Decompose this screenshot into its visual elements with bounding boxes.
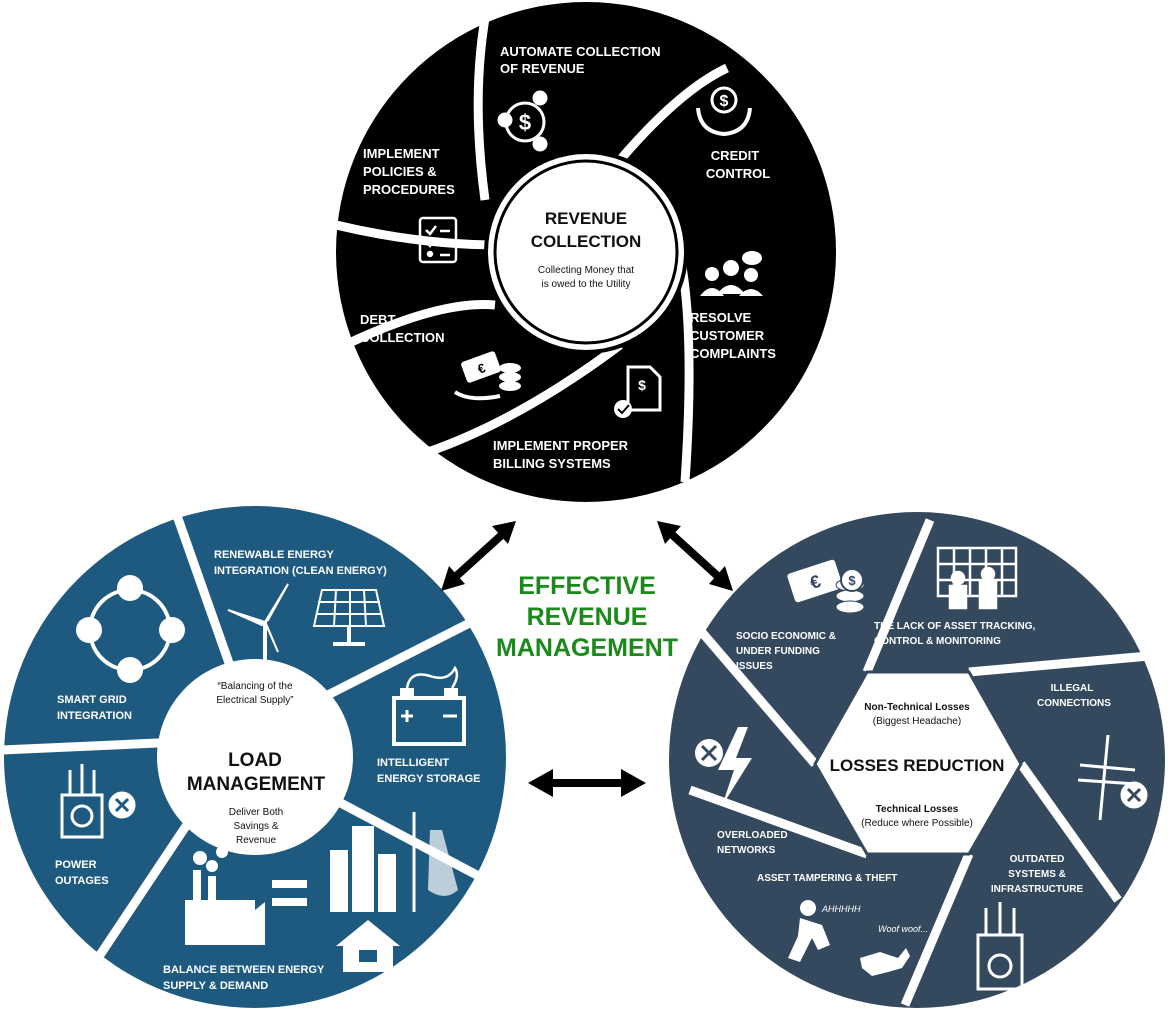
- load-center-quote-2: Electrical Supply”: [216, 695, 293, 706]
- losses-center-hexagon: [813, 670, 1023, 856]
- segment-resolve-complaints-1: RESOLVE: [690, 310, 751, 325]
- segment-resolve-complaints-3: COMPLAINTS: [690, 346, 776, 361]
- technical-note: (Reduce where Possible): [861, 818, 973, 829]
- segment-asset-tracking-2: CONTROL & MONITORING: [874, 636, 1001, 647]
- segment-storage-1: INTELLIGENT: [377, 757, 449, 769]
- monitoring-icon: [936, 546, 1018, 610]
- segment-outdated-2: SYSTEMS &: [1008, 869, 1066, 880]
- non-technical-title: Non-Technical Losses: [864, 702, 970, 713]
- svg-text:$: $: [848, 573, 856, 588]
- checklist-icon: [418, 216, 458, 264]
- hands-dollar-icon: $: [696, 86, 752, 137]
- center-title: EFFECTIVE REVENUE MANAGEMENT: [496, 572, 678, 662]
- invoice-check-icon: $: [614, 365, 662, 418]
- segment-balance-1: BALANCE BETWEEN ENERGY: [163, 964, 325, 976]
- transformer-icon: [976, 902, 1024, 991]
- segment-renewable-2: INTEGRATION (CLEAN ENERGY): [214, 565, 387, 577]
- revenue-collection-wheel: REVENUE COLLECTION Collecting Money that…: [334, 1, 836, 502]
- segment-illegal-1: ILLEGAL: [1051, 683, 1094, 694]
- segment-billing-systems-2: BILLING SYSTEMS: [493, 456, 611, 471]
- bolt-x-icon: [695, 727, 752, 806]
- technical-title: Technical Losses: [876, 804, 959, 815]
- segment-illegal-2: CONNECTIONS: [1037, 698, 1111, 709]
- load-center-quote-1: “Balancing of the: [217, 681, 292, 692]
- gear-dollar-icon: $: [497, 90, 548, 152]
- title-line-3: MANAGEMENT: [496, 634, 678, 662]
- smart-grid-icon: [76, 575, 185, 683]
- segment-automate-collection-2: OF REVENUE: [500, 61, 585, 76]
- revenue-center-title-1: REVENUE: [545, 209, 627, 228]
- segment-smart-grid-1: SMART GRID: [57, 694, 127, 706]
- segment-socio-economic-3: ISSUES: [736, 661, 773, 672]
- segment-credit-control-2: CONTROL: [706, 166, 770, 181]
- segment-resolve-complaints-2: CUSTOMER: [690, 328, 765, 343]
- losses-center-title: LOSSES REDUCTION: [830, 756, 1005, 775]
- revenue-center-circle: [484, 150, 688, 354]
- arrow-revenue-losses: [657, 521, 733, 591]
- svg-text:$: $: [638, 377, 646, 393]
- people-chat-icon: [700, 251, 763, 296]
- load-management-wheel: “Balancing of the Electrical Supply” LOA…: [1, 506, 508, 1008]
- dog-sound: Woof woof...: [878, 924, 928, 934]
- factory-equals-city-icon: [185, 812, 458, 972]
- hand-money-icon: €: [453, 351, 521, 401]
- load-center-circle: [157, 659, 353, 855]
- segment-policies-3: PROCEDURES: [363, 182, 455, 197]
- svg-text:€: €: [476, 360, 488, 377]
- non-technical-note: (Biggest Headache): [873, 716, 961, 727]
- segment-billing-systems-1: IMPLEMENT PROPER: [493, 438, 629, 453]
- load-separators: [1, 508, 508, 1003]
- segment-storage-2: ENERGY STORAGE: [377, 773, 481, 785]
- money-icon: € $: [787, 559, 865, 614]
- losses-separators: [688, 518, 1161, 1007]
- transformer-x-icon: [60, 764, 136, 839]
- segment-socio-economic-2: UNDER FUNDING: [736, 646, 820, 657]
- segment-overloaded-1: OVERLOADED: [717, 830, 788, 841]
- segment-balance-2: SUPPLY & DEMAND: [163, 980, 268, 992]
- segment-credit-control-1: CREDIT: [711, 148, 759, 163]
- segment-debt-collection-1: DEBT: [360, 312, 395, 327]
- segment-debt-collection-2: COLLECTION: [360, 330, 445, 345]
- load-center-subtitle-2: Savings &: [233, 821, 278, 832]
- segment-policies-1: IMPLEMENT: [363, 146, 440, 161]
- segment-tampering-1: ASSET TAMPERING & THEFT: [757, 873, 897, 884]
- segment-outdated-1: OUTDATED: [1010, 854, 1065, 865]
- load-center-subtitle-1: Deliver Both: [229, 807, 283, 818]
- svg-text:$: $: [720, 93, 729, 110]
- segment-overloaded-2: NETWORKS: [717, 845, 776, 856]
- segment-renewable-1: RENEWABLE ENERGY: [214, 549, 334, 561]
- load-center-title-2: MANAGEMENT: [187, 774, 326, 795]
- arrow-load-losses: [528, 769, 646, 797]
- losses-reduction-wheel: Non-Technical Losses (Biggest Headache) …: [669, 512, 1165, 1008]
- segment-outages-2: OUTAGES: [55, 875, 109, 887]
- thief-sound: AHHHHH: [821, 904, 861, 914]
- pole-x-icon: [1077, 734, 1148, 821]
- segment-asset-tracking-1: THE LACK OF ASSET TRACKING,: [874, 621, 1036, 632]
- load-center-subtitle-3: Revenue: [236, 835, 276, 846]
- segment-policies-2: POLICIES &: [363, 164, 437, 179]
- wind-solar-icon: [227, 583, 386, 668]
- segment-automate-collection-1: AUTOMATE COLLECTION: [500, 44, 661, 59]
- svg-text:$: $: [519, 110, 531, 135]
- title-line-2: REVENUE: [527, 603, 648, 631]
- thief-dog-icon: AHHHHH Woof woof...: [788, 900, 928, 976]
- segment-smart-grid-2: INTEGRATION: [57, 710, 132, 722]
- segment-socio-economic-1: SOCIO ECONOMIC &: [736, 631, 836, 642]
- revenue-center-subtitle-2: is owed to the Utility: [542, 279, 631, 290]
- arrow-revenue-load: [441, 521, 516, 591]
- segment-outages-1: POWER: [55, 859, 97, 871]
- segment-outdated-3: INFRASTRUCTURE: [991, 884, 1084, 895]
- title-line-1: EFFECTIVE: [518, 572, 656, 600]
- battery-icon: [392, 665, 466, 746]
- revenue-center-subtitle-1: Collecting Money that: [538, 265, 634, 276]
- revenue-center-title-2: COLLECTION: [531, 232, 642, 251]
- load-center-title-1: LOAD: [228, 750, 282, 771]
